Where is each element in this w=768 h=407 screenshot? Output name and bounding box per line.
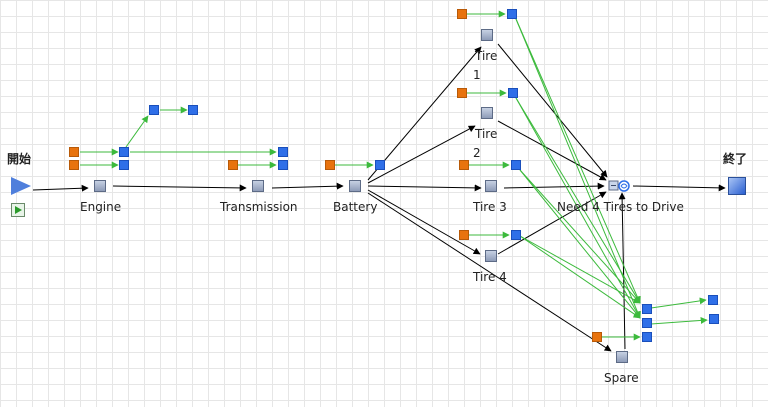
start-node-icon[interactable] (11, 177, 31, 195)
tire3-output[interactable] (511, 160, 521, 170)
tire2-input[interactable] (457, 88, 467, 98)
tire4-task[interactable] (485, 250, 497, 262)
edge-spare-need (618, 192, 626, 350)
pool-output-3[interactable] (642, 332, 652, 342)
tire1-input[interactable] (457, 9, 467, 19)
transmission-input[interactable] (228, 160, 238, 170)
edge-engine-transmission (112, 184, 247, 192)
res-edge (515, 97, 641, 304)
tire2-number: 2 (473, 146, 481, 160)
pool-output-2[interactable] (642, 318, 652, 328)
pool-output-1[interactable] (642, 304, 652, 314)
tire4-input[interactable] (459, 230, 469, 240)
edge-tire1-need (497, 43, 608, 178)
pool-forward-output-1[interactable] (708, 295, 718, 305)
res-edge (650, 297, 707, 309)
engine-output-2[interactable] (119, 160, 129, 170)
tire1-number: 1 (473, 68, 481, 82)
battery-task[interactable] (349, 180, 361, 192)
engine-output-1[interactable] (119, 147, 129, 157)
tire3-label: Tire 3 (473, 200, 507, 214)
start-label: 開始 (7, 152, 32, 166)
spare-task[interactable] (616, 351, 628, 363)
edge-battery-tire2 (367, 125, 476, 184)
spare-label: Spare (604, 371, 639, 385)
tire1-task[interactable] (481, 29, 493, 41)
res-edge (515, 97, 641, 319)
edge-start-engine (32, 184, 89, 192)
edge-transmission-battery (271, 182, 344, 190)
edge-need-end (632, 184, 726, 192)
battery-output[interactable] (375, 160, 385, 170)
edge-tire4-need (497, 191, 607, 255)
edge-battery-tire3 (367, 184, 482, 192)
res-edge (519, 169, 641, 304)
res-edge (125, 115, 149, 148)
tire3-input[interactable] (459, 160, 469, 170)
battery-label: Battery (333, 200, 378, 214)
edge-tire3-need (503, 182, 605, 190)
tire1-label: Tire (475, 49, 498, 63)
spare-input[interactable] (592, 332, 602, 342)
tire2-task[interactable] (481, 107, 493, 119)
engine-branch-output-1[interactable] (149, 105, 159, 115)
end-label: 終了 (723, 152, 748, 166)
end-node-icon[interactable] (728, 177, 746, 195)
engine-input-1[interactable] (69, 147, 79, 157)
res-edge (519, 169, 641, 319)
join-gateway-icon[interactable] (608, 179, 630, 193)
need-tires-label: Need 4 Tires to Drive (557, 200, 684, 214)
edge-battery-spare (367, 192, 612, 352)
engine-branch-output-2[interactable] (188, 105, 198, 115)
tire4-output[interactable] (511, 230, 521, 240)
tire1-output[interactable] (507, 9, 517, 19)
transmission-output-1[interactable] (278, 147, 288, 157)
edge-battery-tire4 (367, 189, 481, 255)
tire2-label: Tire (475, 127, 498, 141)
engine-task[interactable] (94, 180, 106, 192)
res-edge (515, 18, 641, 304)
pool-forward-output-2[interactable] (709, 314, 719, 324)
battery-input[interactable] (325, 160, 335, 170)
tire2-output[interactable] (508, 88, 518, 98)
transmission-output-2[interactable] (278, 160, 288, 170)
play-button[interactable] (11, 203, 25, 217)
edge-battery-tire1 (367, 46, 482, 181)
res-edge (519, 235, 641, 304)
edge-tire2-need (497, 120, 607, 181)
engine-label: Engine (80, 200, 122, 214)
res-edge (519, 235, 641, 319)
res-edge (650, 316, 708, 325)
tire4-label: Tire 4 (473, 270, 507, 284)
transmission-task[interactable] (252, 180, 264, 192)
engine-input-2[interactable] (69, 160, 79, 170)
tire3-task[interactable] (485, 180, 497, 192)
transmission-label: Transmission (220, 200, 298, 214)
